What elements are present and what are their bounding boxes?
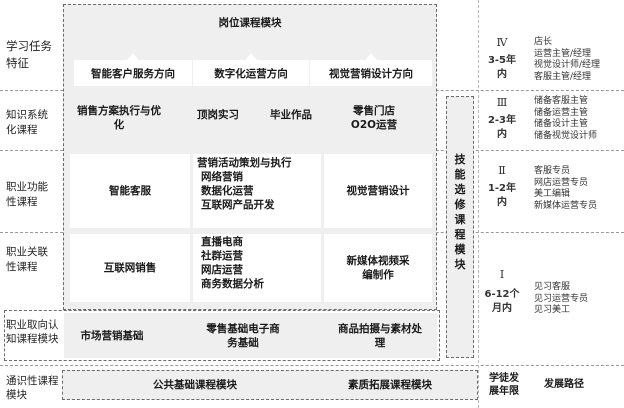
course-box-related-middle: 直播电商 社群运营 网店运营 商务数据分析 xyxy=(193,234,321,302)
course-data-operations: 数据化运营 xyxy=(201,185,254,197)
cognition-module-frame xyxy=(4,310,440,361)
row-label-task-features: 学习任务特征 xyxy=(6,39,52,70)
stage-1-roles: 见习客服 见习运营专员 见习美工 xyxy=(534,282,588,317)
role: 店长 xyxy=(534,37,553,47)
course-marketing-basics: 市场营销基础 xyxy=(80,330,144,342)
stage-2-numeral: Ⅱ xyxy=(498,164,506,177)
direction-label-visual-design: 视觉营销设计方向 xyxy=(329,68,413,80)
role: 客服专员 xyxy=(534,166,571,176)
role: 储备视觉设计师 xyxy=(534,130,598,141)
role: 运营主管/经理 xyxy=(534,48,592,59)
role: 美工编辑 xyxy=(534,189,571,199)
course-new-media-video: 新媒体视频采编制作 xyxy=(346,255,410,281)
role: 见习美工 xyxy=(534,305,571,315)
stage-2-roles: 客服专员 网店运营专员 美工编辑 新媒体运营专员 xyxy=(534,166,597,212)
footer-period-label: 学徒发展年限 xyxy=(489,373,519,397)
course-graduation-work: 毕业作品 xyxy=(270,109,312,121)
course-list-functional: 营销活动策划与执行 网络营销 数据化运营 互联网产品开发 xyxy=(193,154,292,212)
course-visual-marketing: 视觉营销设计 xyxy=(346,185,410,197)
stage-4-roles: 店长 运营主管/经理 视觉设计师/经理 客服主管/经理 xyxy=(534,37,600,83)
course-internet-product: 互联网产品开发 xyxy=(201,199,275,211)
direction-tab-2 xyxy=(193,60,309,86)
direction-label-digital-ops: 数字化运营方向 xyxy=(214,68,288,80)
elective-module xyxy=(446,96,474,358)
course-box-internet-sales: 互联网销售 xyxy=(70,234,190,302)
direction-arrow-3 xyxy=(365,53,377,60)
course-retail-o2o: 零售门店O2O运营 xyxy=(350,105,398,131)
general-module xyxy=(62,370,478,400)
role: 客服主管/经理 xyxy=(534,71,592,82)
direction-arrow-1 xyxy=(127,53,139,60)
post-course-module-title: 岗位课程模块 xyxy=(218,17,282,29)
course-box-smart-service: 智能客服 xyxy=(70,154,190,228)
elective-module-label: 技能选修课程模块 xyxy=(454,153,466,271)
stage-3-numeral: Ⅲ xyxy=(496,96,508,109)
right-column-divider xyxy=(478,0,479,408)
course-box-new-media-video: 新媒体视频采编制作 xyxy=(324,234,432,302)
course-retail-ecommerce-basics: 零售基础电子商务基础 xyxy=(206,323,280,349)
direction-arrow-2 xyxy=(245,53,257,60)
role: 见习客服 xyxy=(534,282,571,292)
direction-tab-1 xyxy=(74,60,192,86)
course-box-visual-marketing: 视觉营销设计 xyxy=(324,154,432,228)
course-community-ops: 社群运营 xyxy=(201,250,243,262)
course-smart-service: 智能客服 xyxy=(109,185,151,197)
row-label-related: 职业关联性课程 xyxy=(6,246,48,273)
course-internship: 顶岗实习 xyxy=(197,109,239,121)
course-campaign-planning: 营销活动策划与执行 xyxy=(197,157,292,169)
course-sales-plan: 销售方案执行与优化 xyxy=(77,105,161,131)
stage-1-numeral: Ⅰ xyxy=(499,268,505,281)
row-label-functional: 职业功能性课程 xyxy=(6,181,48,208)
stage-4-years: 3-5年内 xyxy=(487,55,517,80)
course-business-data: 商务数据分析 xyxy=(201,278,264,290)
direction-label-smart-service: 智能客户服务方向 xyxy=(91,68,175,80)
role: 视觉设计师/经理 xyxy=(534,60,601,70)
course-internet-sales: 互联网销售 xyxy=(103,262,157,274)
stage-1: Ⅰ 6-12个月内 xyxy=(482,268,522,316)
stage-2: Ⅱ 1-2年内 xyxy=(482,164,522,210)
stage-3-roles: 储备客服主管 储备运营主管 储备设计主管 储备视觉设计师 xyxy=(534,96,597,142)
row-label-knowledge-system: 知识系统化课程 xyxy=(6,109,48,136)
stage-3: Ⅲ 2-3年内 xyxy=(482,96,522,142)
direction-tab-3 xyxy=(310,60,432,86)
divider-4 xyxy=(0,365,624,366)
role: 储备设计主管 xyxy=(534,119,589,129)
stage-2-years: 1-2年内 xyxy=(487,183,517,208)
stage-3-years: 2-3年内 xyxy=(487,115,517,140)
stage-4-numeral: Ⅳ xyxy=(496,36,508,49)
course-public-basics: 公共基础课程模块 xyxy=(153,379,237,391)
course-quality-expansion: 素质拓展课程模块 xyxy=(348,379,432,391)
role: 储备客服主管 xyxy=(534,96,589,106)
course-store-ops: 网店运营 xyxy=(201,264,243,276)
course-box-functional-middle: 营销活动策划与执行 网络营销 数据化运营 互联网产品开发 xyxy=(193,154,321,228)
role: 储备运营主管 xyxy=(534,107,589,118)
footer-path-label: 发展路径 xyxy=(544,379,584,390)
role: 新媒体运营专员 xyxy=(534,200,598,211)
stage-1-years: 6-12个月内 xyxy=(484,289,520,314)
role: 网店运营专员 xyxy=(534,177,589,188)
course-product-photography: 商品拍摄与素材处理 xyxy=(338,323,422,349)
course-live-ecommerce: 直播电商 xyxy=(201,236,243,248)
course-list-related: 直播电商 社群运营 网店运营 商务数据分析 xyxy=(193,234,264,291)
role: 见习运营专员 xyxy=(534,293,589,304)
row-label-cognition: 职业取向认知课程模块 xyxy=(6,319,59,345)
row-label-general: 通识性课程模块 xyxy=(6,375,59,401)
stage-4: Ⅳ 3-5年内 xyxy=(482,36,522,82)
cognition-module-body xyxy=(64,313,437,358)
course-network-marketing: 网络营销 xyxy=(201,171,243,183)
